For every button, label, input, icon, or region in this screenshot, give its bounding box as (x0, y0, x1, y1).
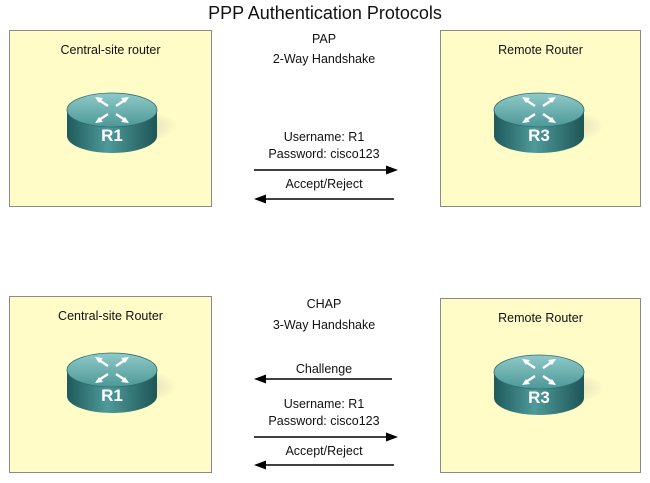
pap-router-r1: R1 (62, 86, 192, 171)
pap-reply-arrow (254, 194, 394, 204)
pap-request-arrow (254, 165, 398, 175)
chap-password-message: Password: cisco123 (268, 414, 380, 428)
pap-remote-box: Remote Router R3 (440, 30, 641, 207)
chap-central-site-label: Central-site Router (58, 309, 163, 323)
pap-accept-reject-message: Accept/Reject (285, 177, 363, 191)
chap-central-site-box: Central-site Router R1 (9, 296, 212, 473)
router-icon: R1 (64, 91, 185, 155)
pap-handshake-label: 2-Way Handshake (272, 52, 376, 66)
pap-remote-label: Remote Router (498, 43, 583, 57)
pap-r1-name: R1 (101, 126, 123, 145)
diagram-title: PPP Authentication Protocols (208, 3, 442, 23)
chap-challenge-message: Challenge (295, 362, 353, 376)
pap-protocol-name: PAP (311, 32, 337, 46)
chap-username-message: Username: R1 (283, 397, 365, 411)
chap-remote-box: Remote Router R3 (440, 298, 641, 473)
chap-r3-name: R3 (528, 388, 550, 407)
pap-r3-name: R3 (528, 126, 550, 145)
pap-central-site-label: Central-site router (60, 43, 161, 57)
chap-handshake-label: 3-Way Handshake (272, 318, 376, 332)
chap-router-r1: R1 (62, 346, 192, 431)
chap-r1-name: R1 (101, 386, 123, 405)
router-icon: R1 (64, 351, 185, 415)
pap-router-r3: R3 (489, 86, 619, 171)
chap-challenge-arrow (254, 374, 392, 384)
router-icon: R3 (491, 353, 612, 417)
chap-protocol-name: CHAP (306, 297, 342, 311)
pap-password-message: Password: cisco123 (268, 147, 380, 161)
router-icon: R3 (491, 91, 612, 155)
pap-central-site-box: Central-site router R1 (9, 30, 212, 207)
chap-reply-arrow (254, 460, 394, 470)
chap-response-arrow (254, 432, 398, 442)
chap-remote-label: Remote Router (498, 311, 583, 325)
chap-accept-reject-message: Accept/Reject (285, 444, 363, 458)
chap-router-r3: R3 (489, 348, 619, 433)
pap-username-message: Username: R1 (283, 130, 365, 144)
